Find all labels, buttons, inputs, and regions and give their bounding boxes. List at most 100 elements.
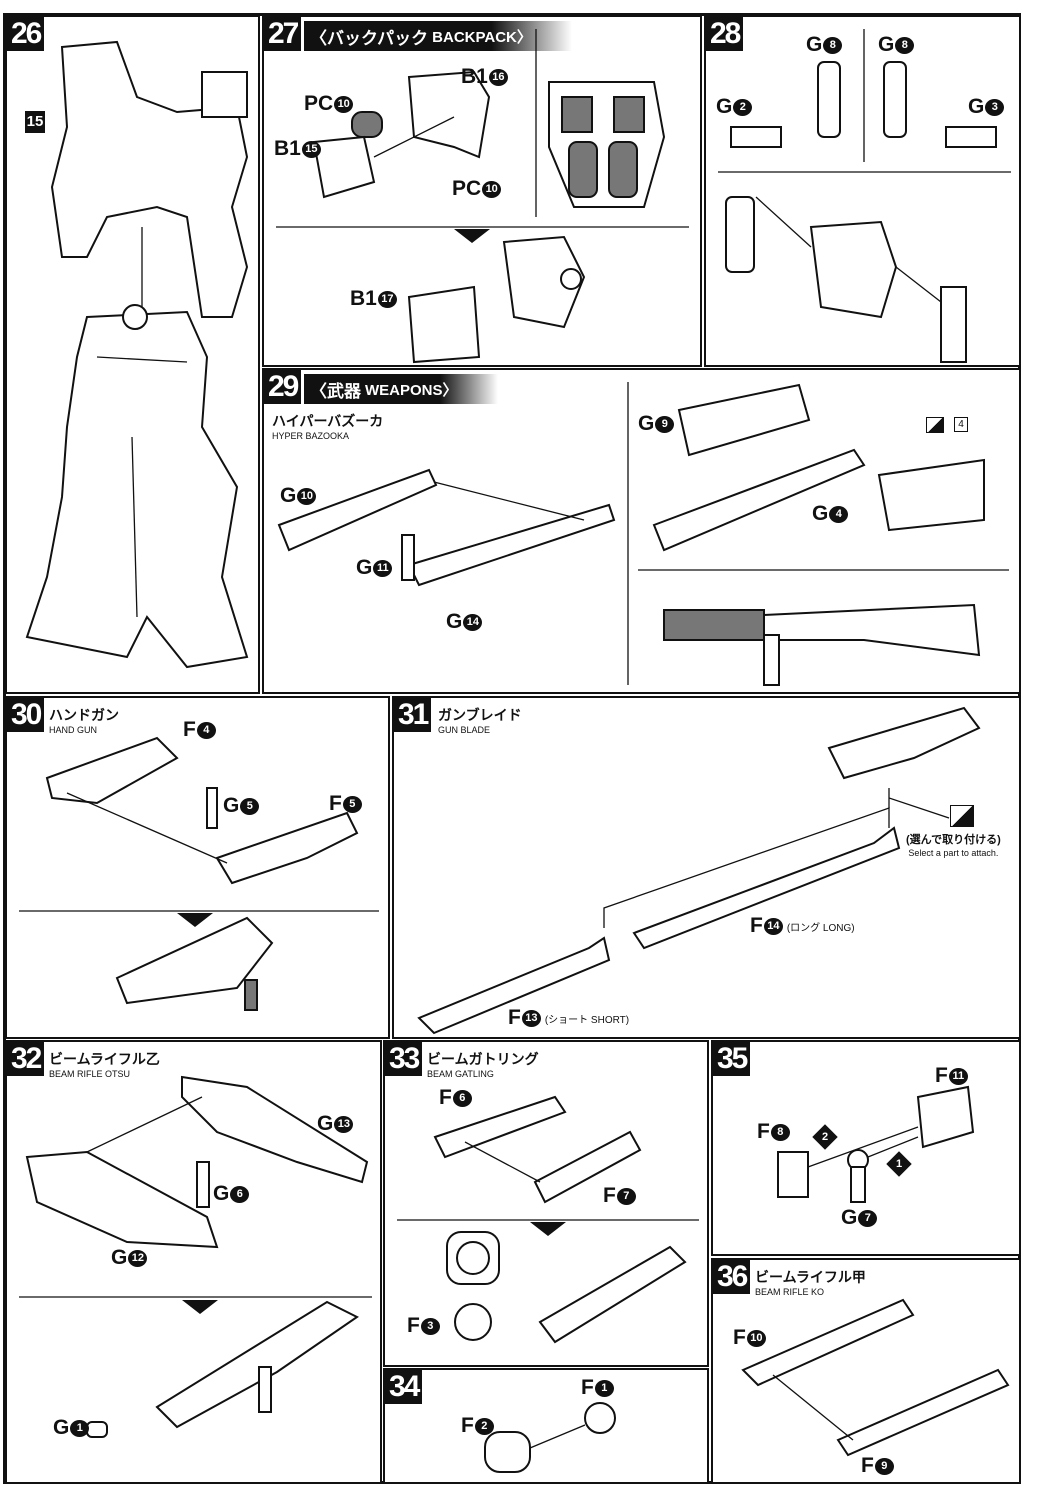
subtitle: ビームライフル乙 BEAM RIFLE OTSU bbox=[49, 1052, 160, 1082]
part-number: 2 bbox=[733, 98, 753, 116]
part-number: 8 bbox=[823, 36, 843, 54]
part-number: 15 bbox=[301, 140, 321, 158]
part-text: G bbox=[213, 1182, 230, 1205]
hyper-bazooka-drawing bbox=[277, 382, 1009, 686]
part-text: PC bbox=[452, 177, 482, 200]
part-text: G bbox=[806, 33, 823, 56]
part-text: F bbox=[407, 1314, 420, 1337]
part-text: ビームガトリング bbox=[427, 1051, 539, 1067]
part-text: BEAM GATLING bbox=[427, 1069, 494, 1079]
part-text: ガンブレイド bbox=[438, 707, 522, 723]
part-text: G bbox=[356, 556, 373, 579]
part-number: 3 bbox=[420, 1317, 440, 1335]
barrel-assembly-drawing bbox=[484, 1402, 616, 1473]
part-number: 13 bbox=[521, 1009, 541, 1027]
title-jp: 〈バックパック bbox=[310, 28, 429, 48]
part-number: 10 bbox=[746, 1329, 766, 1347]
part-number: 4 bbox=[196, 721, 216, 739]
sub-assembly-marker: 15 bbox=[25, 111, 45, 133]
part-text: F bbox=[935, 1064, 948, 1087]
joint-assembly-drawing bbox=[777, 1085, 975, 1203]
part-text: 1 bbox=[895, 1158, 903, 1170]
step-arrow-icon bbox=[177, 913, 213, 927]
part-number: 10 bbox=[482, 180, 502, 198]
part-text: BEAM RIFLE KO bbox=[755, 1287, 825, 1297]
part-text: F bbox=[733, 1326, 746, 1349]
step-number: 29 bbox=[264, 370, 302, 404]
part-number: 16 bbox=[488, 68, 508, 86]
part-number: 5 bbox=[240, 797, 260, 815]
part-text: G bbox=[878, 33, 895, 56]
part-number: 9 bbox=[655, 415, 675, 433]
part-text: F bbox=[603, 1184, 616, 1207]
part-number: 8 bbox=[770, 1123, 790, 1141]
step-number: 26 bbox=[7, 17, 45, 51]
decal-icon bbox=[950, 805, 974, 827]
decal-icon bbox=[926, 417, 944, 433]
step-arrow-icon bbox=[454, 229, 490, 243]
part-text: ビームライフル乙 bbox=[49, 1051, 160, 1067]
part-text: F bbox=[183, 718, 196, 741]
part-number: 5 bbox=[342, 795, 362, 813]
part-text: B1 bbox=[461, 65, 488, 88]
part-text: HAND GUN bbox=[49, 725, 98, 735]
part-number: 10 bbox=[334, 95, 354, 113]
step-number: 35 bbox=[713, 1042, 751, 1076]
step-number: 31 bbox=[394, 698, 432, 732]
part-number: 7 bbox=[858, 1209, 878, 1227]
part-number: 10 bbox=[297, 487, 317, 505]
step-arrow-icon bbox=[182, 1300, 218, 1314]
part-text: BEAM RIFLE OTSU bbox=[49, 1069, 131, 1079]
part-number: 6 bbox=[452, 1089, 472, 1107]
part-number: 1 bbox=[70, 1419, 90, 1437]
title-en: BACKPACK〉 bbox=[432, 28, 532, 46]
part-text: G bbox=[968, 95, 985, 118]
step-number: 34 bbox=[385, 1370, 423, 1404]
beam-rifle-otsu-drawing bbox=[19, 1075, 372, 1438]
part-text: PC bbox=[304, 92, 334, 115]
part-text: ビームライフル甲 bbox=[755, 1269, 866, 1285]
title-jp: 〈武器 bbox=[310, 381, 361, 401]
part-number: 17 bbox=[377, 290, 397, 308]
part-number: 11 bbox=[373, 559, 393, 577]
part-number: 13 bbox=[334, 1115, 354, 1133]
part-text: F bbox=[508, 1006, 521, 1029]
beam-gatling-drawing bbox=[397, 1095, 699, 1344]
step-number: 30 bbox=[7, 698, 45, 732]
part-text: G bbox=[223, 794, 240, 817]
part-text: F bbox=[461, 1414, 474, 1437]
